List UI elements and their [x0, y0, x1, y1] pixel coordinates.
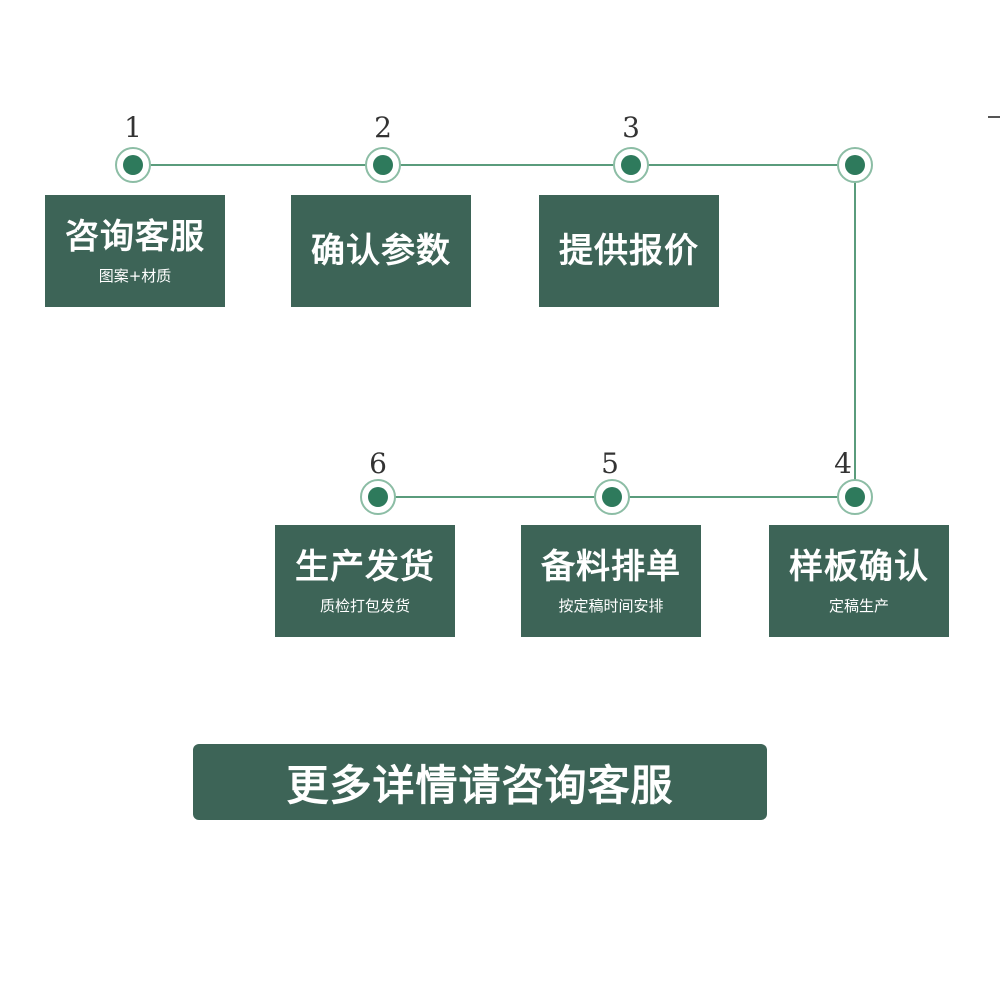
step-box-quote: 提供报价	[539, 195, 719, 307]
node-dot	[602, 487, 622, 507]
step-node-4	[837, 479, 873, 515]
step-number-4: 4	[834, 447, 852, 480]
step-node-6	[360, 479, 396, 515]
step-title: 样板确认	[789, 546, 929, 587]
step-title: 提供报价	[559, 230, 699, 271]
step-number-5: 5	[601, 447, 619, 480]
step-box-material-schedule: 备料排单 按定稿时间安排	[521, 525, 701, 637]
step-number-2: 2	[374, 111, 392, 144]
step-title: 确认参数	[311, 230, 451, 271]
step-box-sample-confirm: 样板确认 定稿生产	[769, 525, 949, 637]
node-dot	[123, 155, 143, 175]
step-node-1	[115, 147, 151, 183]
step-node-3	[613, 147, 649, 183]
corner-node	[837, 147, 873, 183]
edge-tick-mark	[988, 116, 1000, 118]
step-box-consult: 咨询客服 图案+材质	[45, 195, 225, 307]
node-dot	[373, 155, 393, 175]
step-node-2	[365, 147, 401, 183]
step-subtitle: 定稿生产	[828, 597, 889, 616]
step-subtitle: 质检打包发货	[319, 597, 410, 616]
step-title: 生产发货	[295, 546, 435, 587]
node-dot	[845, 487, 865, 507]
step-subtitle: 图案+材质	[98, 267, 172, 286]
node-dot	[621, 155, 641, 175]
step-title: 咨询客服	[65, 216, 205, 257]
step-box-production-ship: 生产发货 质检打包发货	[275, 525, 455, 637]
step-box-confirm-params: 确认参数	[291, 195, 471, 307]
node-dot	[845, 155, 865, 175]
step-number-1: 1	[124, 111, 142, 144]
step-title: 备料排单	[541, 546, 681, 587]
contact-service-button[interactable]: 更多详情请咨询客服	[193, 744, 767, 820]
step-subtitle: 按定稿时间安排	[558, 597, 664, 616]
node-dot	[368, 487, 388, 507]
step-number-6: 6	[369, 447, 387, 480]
step-node-5	[594, 479, 630, 515]
step-number-3: 3	[622, 111, 640, 144]
